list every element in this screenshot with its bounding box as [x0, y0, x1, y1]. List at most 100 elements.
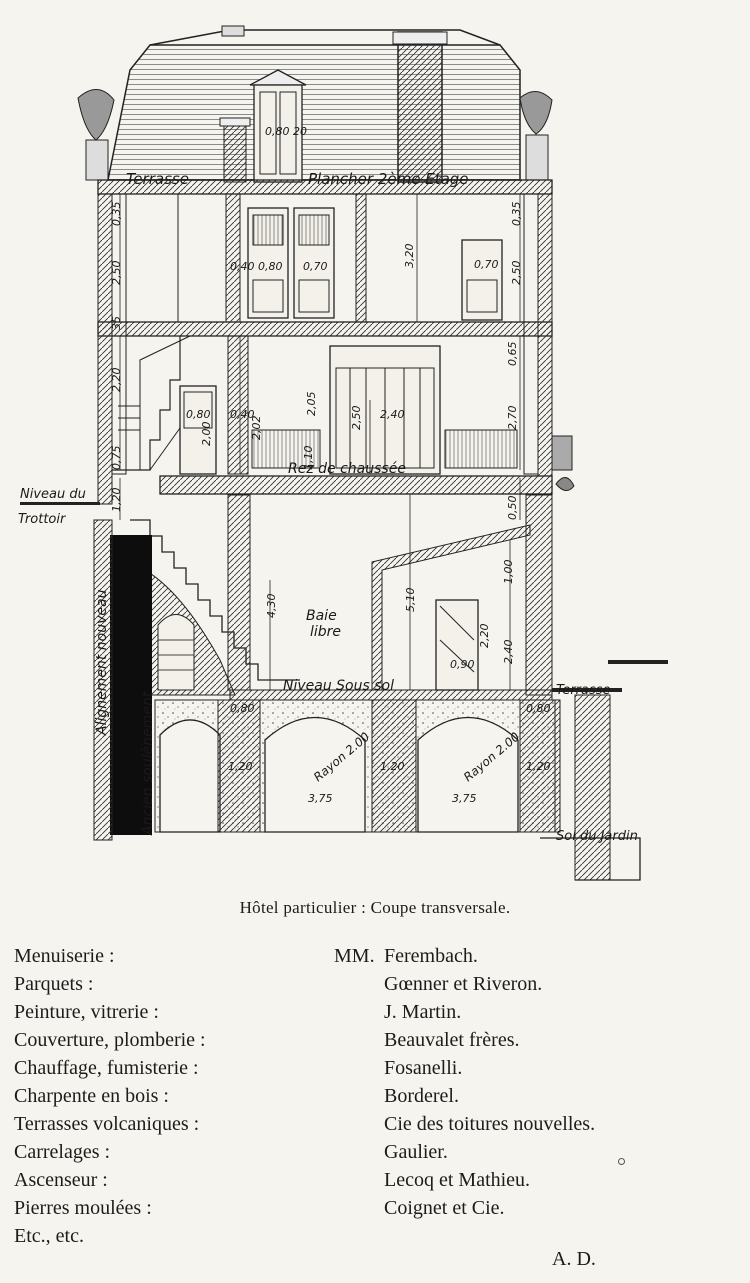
- credit-firm: Borderel.: [384, 1085, 459, 1107]
- ground-line-left: [20, 502, 100, 505]
- roof-urn-right: [519, 91, 553, 181]
- dim-120a: 1,20: [110, 488, 123, 513]
- dim-35: 35: [110, 316, 123, 330]
- terrace-slab: [97, 179, 553, 195]
- dim-040a: 0,40: [230, 260, 255, 273]
- credit-row: Etc., etc.: [14, 1222, 734, 1250]
- credit-row: Chauffage, fumisterie : Fosanelli.: [14, 1054, 734, 1082]
- credit-trade: Menuiserie :: [14, 945, 115, 967]
- basement-right-wall: [525, 494, 553, 696]
- dim-120b: 1,20: [228, 760, 253, 773]
- credit-firm: Gaulier.: [384, 1141, 448, 1163]
- mansard-roof: [107, 25, 521, 183]
- credit-row: Carrelages : Gaulier.: [14, 1138, 734, 1166]
- author-signature: A. D.: [552, 1248, 596, 1270]
- credit-row: Couverture, plomberie : Beauvalet frères…: [14, 1026, 734, 1054]
- dim-220a: 2,20: [110, 368, 123, 393]
- dim-075: 0,75: [110, 446, 123, 471]
- credit-row: Peinture, vitrerie : J. Martin.: [14, 998, 734, 1026]
- dim-270: 2,70: [506, 406, 519, 431]
- roof-urn-left: [77, 89, 115, 181]
- foundation-arches: [154, 699, 561, 833]
- credit-firm: Lecoq et Mathieu.: [384, 1169, 531, 1191]
- label-plancher: Plancher 2ème Etage: [308, 170, 469, 188]
- credit-trade: Charpente en bois :: [14, 1085, 169, 1107]
- label-niveau-du: Niveau du: [20, 487, 86, 502]
- dim-200: 2,00: [200, 422, 213, 447]
- label-terrasse-right: Terrasse: [556, 683, 611, 698]
- credit-firm: Cie des toitures nouvelles.: [384, 1113, 596, 1135]
- new-alignment-wall: [93, 519, 113, 841]
- credit-firm: J. Martin.: [384, 1001, 462, 1023]
- credit-trade: Peinture, vitrerie :: [14, 1001, 159, 1023]
- old-retaining-wall: [110, 535, 152, 835]
- dim-205: 2,05: [305, 392, 318, 417]
- label-rez: Rez de chaussée: [288, 461, 406, 477]
- dim-080-20: 0,80 20: [265, 125, 307, 138]
- label-alignement: Alignement nouveau: [94, 589, 110, 736]
- dim-070a: 0,70: [303, 260, 328, 273]
- dim-035a: 0,35: [110, 202, 123, 227]
- credit-firm: Beauvalet frères.: [384, 1029, 520, 1051]
- dim-510: 5,10: [404, 588, 417, 613]
- credit-trade: Carrelages :: [14, 1141, 111, 1163]
- dim-250c: 2,50: [350, 406, 363, 431]
- credit-firm: Ferembach.: [384, 945, 478, 967]
- credit-trade: Etc., etc.: [14, 1225, 84, 1247]
- dim-375b: 3,75: [452, 792, 477, 805]
- credit-trade: Parquets :: [14, 973, 94, 995]
- credits-list: Menuiserie : MM. Ferembach. Parquets : G…: [14, 942, 734, 1250]
- dim-080c: 0,80: [230, 702, 255, 715]
- ink-dot: [618, 1158, 625, 1165]
- credit-firm: Gœnner et Riveron.: [384, 973, 543, 995]
- credit-firm: Fosanelli.: [384, 1057, 463, 1079]
- garden-wall: [540, 660, 668, 881]
- label-sol-jardin: Sol du Jardin: [556, 829, 638, 844]
- credit-row: Parquets : Gœnner et Riveron.: [14, 970, 734, 998]
- dim-035b: 0,35: [510, 202, 523, 227]
- credit-row: Ascenseur : Lecoq et Mathieu.: [14, 1166, 734, 1194]
- label-libre: libre: [310, 624, 341, 640]
- credit-row: Menuiserie : MM. Ferembach.: [14, 942, 734, 970]
- ground-floor-slab: [159, 475, 553, 495]
- dim-430: 4,30: [265, 594, 278, 619]
- figure-caption: Hôtel particulier : Coupe transversale.: [239, 898, 511, 917]
- credit-trade: Chauffage, fumisterie :: [14, 1057, 199, 1079]
- dimension-lines: [119, 194, 521, 690]
- basement-door: [435, 599, 479, 691]
- dim-250b: 2,50: [510, 261, 523, 286]
- dim-240b: 2,40: [502, 640, 515, 665]
- first-floor: [179, 335, 518, 475]
- dim-250a: 2,50: [110, 261, 123, 286]
- cross-section-drawing: Terrasse Plancher 2ème Etage Rez de chau…: [18, 25, 668, 881]
- dim-110: 1,10: [302, 446, 315, 471]
- label-ancien: Ancien soulènement: [140, 691, 156, 836]
- label-trottoir: Trottoir: [18, 512, 67, 527]
- dim-120d: 1,20: [526, 760, 551, 773]
- credit-trade: Terrasses volcaniques :: [14, 1113, 200, 1135]
- dormer-window: [249, 69, 307, 183]
- dim-065: 0,65: [506, 342, 519, 367]
- dim-080d: 0,80: [526, 702, 551, 715]
- first-floor-slab: [97, 321, 553, 337]
- right-ornament: [551, 435, 575, 491]
- credit-trade: Couverture, plomberie :: [14, 1029, 206, 1051]
- label-baie: Baie: [306, 608, 337, 624]
- dim-120c: 1,20: [380, 760, 405, 773]
- dim-220b: 2,20: [478, 624, 491, 649]
- credit-trade: Pierres moulées :: [14, 1197, 152, 1219]
- dim-320: 3,20: [403, 244, 416, 269]
- credit-firm: Coignet et Cie.: [384, 1197, 505, 1219]
- dim-375a: 3,75: [308, 792, 333, 805]
- basement-left-pier: [227, 494, 251, 691]
- label-sous-sol: Niveau Sous sol: [283, 678, 394, 694]
- dim-070b: 0,70: [474, 258, 499, 271]
- left-cornice-column: [111, 193, 127, 475]
- dim-050: 0,50: [506, 496, 519, 521]
- dim-040b: 0,40: [230, 408, 255, 421]
- label-terrasse-top: Terrasse: [126, 170, 189, 188]
- basement-window: [157, 614, 195, 691]
- second-floor: [177, 193, 503, 323]
- dim-100: 1,00: [502, 560, 515, 585]
- credit-row: Charpente en bois : Borderel.: [14, 1082, 734, 1110]
